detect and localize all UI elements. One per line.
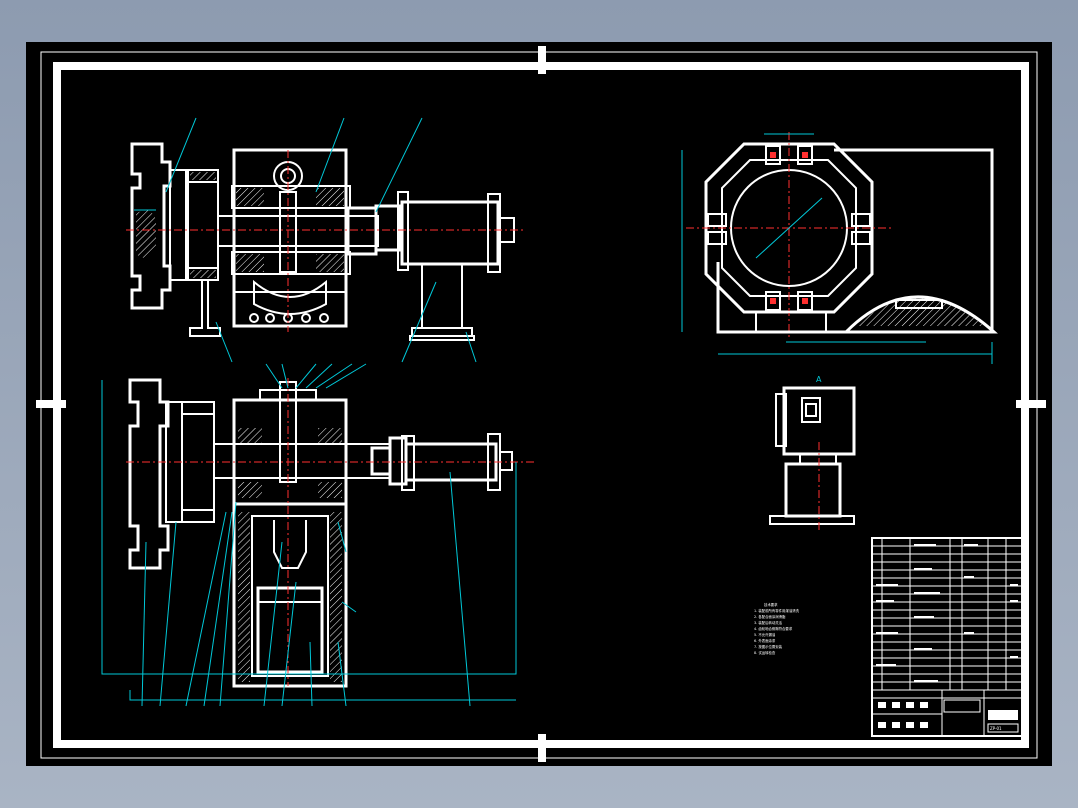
cad-drawing: A 技术要求 1. 装配前所有零件用煤油清洗 2. 各配合面涂润滑脂 3. 装配… xyxy=(36,46,1046,762)
view-a-label: A xyxy=(816,375,822,384)
front-section-view xyxy=(126,142,526,341)
parts-list xyxy=(871,537,1023,737)
octagon-ring-view xyxy=(681,132,998,364)
sheet-border xyxy=(36,46,1046,762)
title-block-name: 装配图 xyxy=(990,712,1002,718)
leader-lines-top xyxy=(134,117,477,363)
leader-lines-bottom xyxy=(101,363,517,707)
note-line-3: 3. 装配后转动灵活 xyxy=(754,620,783,625)
plan-section-view xyxy=(126,378,536,688)
title-block-code: ZP-01 xyxy=(990,726,1002,731)
note-line-7: 7. 按图示位置安装 xyxy=(754,644,783,649)
note-line-5: 5. 不允许漏油 xyxy=(754,632,776,637)
note-line-1: 1. 装配前所有零件用煤油清洗 xyxy=(754,608,800,613)
note-line-4: 4. 齿轮啮合侧隙符合要求 xyxy=(754,626,793,631)
note-line-2: 2. 各配合面涂润滑脂 xyxy=(754,614,786,619)
title-block: 装配图 ZP-01 xyxy=(872,690,1022,736)
technical-notes: 技术要求 1. 装配前所有零件用煤油清洗 2. 各配合面涂润滑脂 3. 装配后转… xyxy=(754,602,800,655)
notes-title: 技术要求 xyxy=(764,602,778,607)
note-line-6: 6. 外表面涂漆 xyxy=(754,638,776,643)
note-line-8: 8. 试运转检查 xyxy=(754,650,776,655)
drawing-sheet: A 技术要求 1. 装配前所有零件用煤油清洗 2. 各配合面涂润滑脂 3. 装配… xyxy=(26,42,1052,766)
view-a: A xyxy=(769,375,856,532)
